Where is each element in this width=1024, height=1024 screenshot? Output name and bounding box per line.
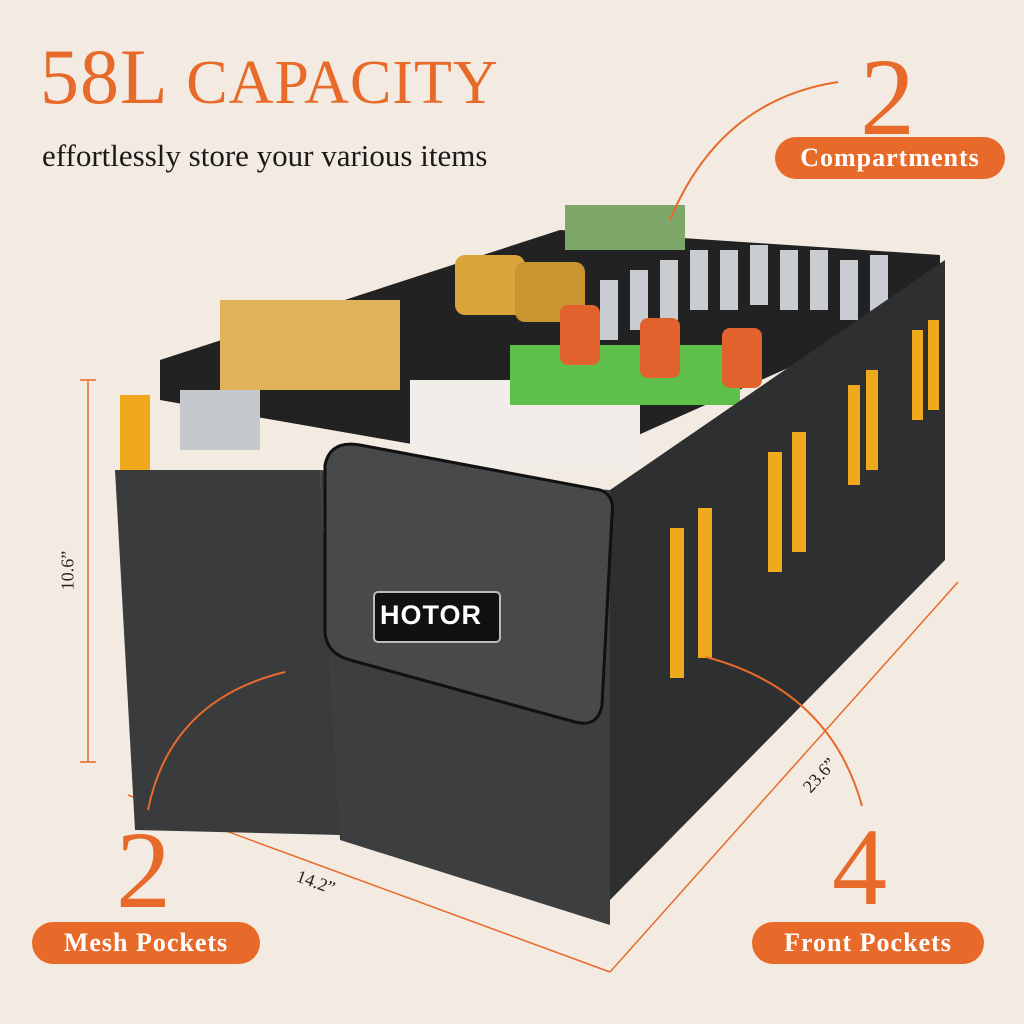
cargo-contents (120, 205, 940, 475)
subtitle: effortlessly store your various items (42, 138, 488, 173)
compartments-label: Compartments (775, 137, 1005, 179)
headline-word: CAPACITY (186, 49, 499, 117)
brand-logo: HOTOR (380, 600, 483, 630)
mesh-pockets-label: Mesh Pockets (32, 922, 260, 964)
headline-number: 58L (40, 33, 166, 120)
front-pockets-label: Front Pockets (752, 922, 984, 964)
compartments-count: 2 (860, 36, 915, 158)
callout-arrows (147, 81, 863, 811)
headline: 58L CAPACITY (40, 38, 499, 116)
height-dimension: 10.6” (57, 550, 78, 591)
front-pockets-count: 4 (832, 806, 887, 928)
mesh-pockets-count: 2 (116, 809, 171, 931)
organizer-bag (115, 260, 945, 925)
